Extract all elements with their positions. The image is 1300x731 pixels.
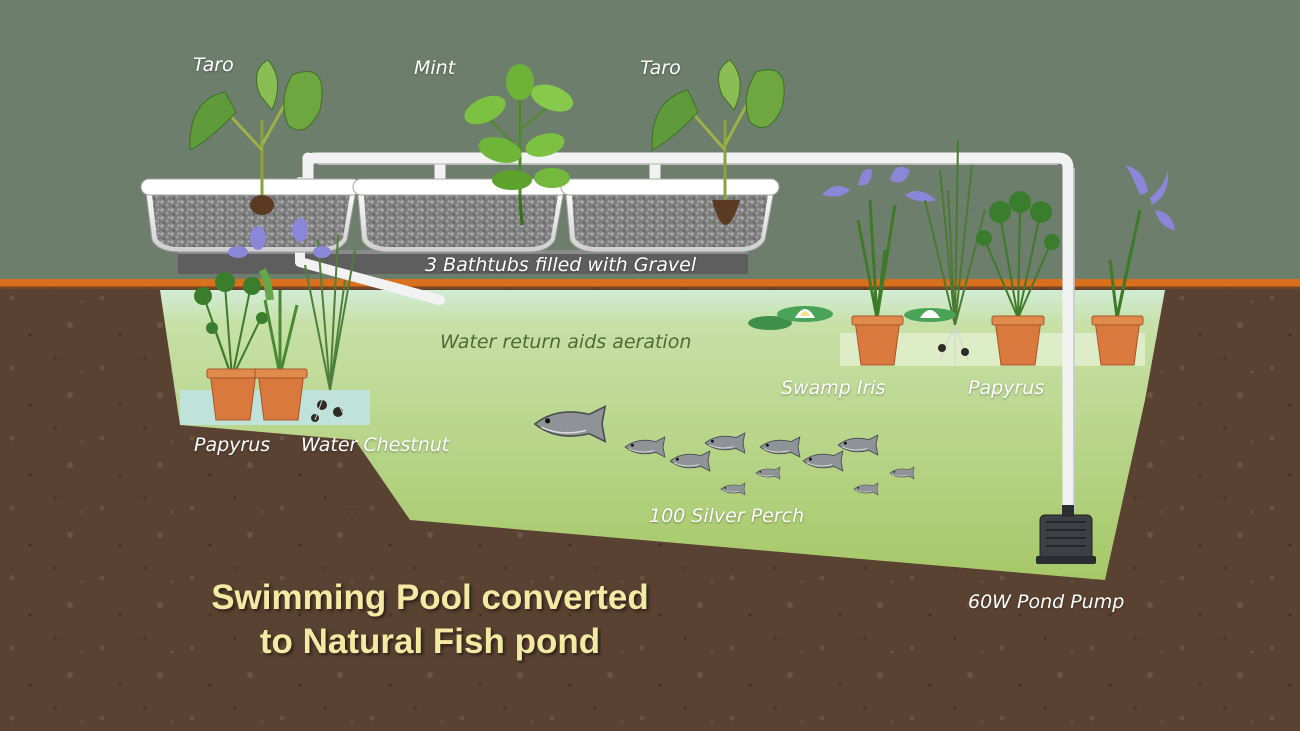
fish-icon xyxy=(802,450,844,472)
fish-school xyxy=(533,404,915,496)
label-silver-perch: 100 Silver Perch xyxy=(649,505,805,527)
rush-plant-icon xyxy=(924,139,986,365)
title-line-2: to Natural Fish pond xyxy=(259,622,601,661)
label-mint: Mint xyxy=(414,57,456,79)
mint-plant-icon xyxy=(464,64,574,226)
pot-plant-icon xyxy=(254,267,308,421)
fish-icon xyxy=(624,436,666,458)
pump-icon xyxy=(1036,505,1096,564)
taro-plant-icon xyxy=(189,59,323,215)
iris-flower-icon xyxy=(228,218,331,258)
fish-icon xyxy=(533,404,607,444)
label-swamp-iris: Swamp Iris xyxy=(781,377,886,399)
ground-edge xyxy=(0,279,1300,287)
label-papyrus-left: Papyrus xyxy=(194,434,271,456)
pot-plant-icon xyxy=(822,166,936,366)
fish-icon xyxy=(669,450,711,472)
title-line-1: Swimming Pool converted xyxy=(211,578,649,617)
label-papyrus-right: Papyrus xyxy=(968,377,1045,399)
label-taro-left: Taro xyxy=(193,54,234,76)
label-water-chestnut: Water Chestnut xyxy=(301,434,450,456)
pot-plant-icon xyxy=(1091,165,1175,366)
fish-icon xyxy=(889,466,915,480)
bathtub-icon xyxy=(140,178,780,253)
label-taro-right: Taro xyxy=(640,57,681,79)
label-water-return: Water return aids aeration xyxy=(440,331,692,353)
water-lily-icon xyxy=(748,306,833,330)
pot-plant-icon xyxy=(976,191,1060,366)
fish-icon xyxy=(755,466,781,480)
fish-icon xyxy=(853,482,879,496)
label-pond-pump: 60W Pond Pump xyxy=(968,591,1125,613)
water-lily-icon xyxy=(904,308,956,322)
diagram-title: Swimming Pool converted to Natural Fish … xyxy=(150,576,710,664)
fish-icon xyxy=(759,436,801,458)
taro-plant-icon xyxy=(651,59,785,225)
label-bathtubs: 3 Bathtubs filled with Gravel xyxy=(425,254,697,276)
pot-plant-icon xyxy=(194,272,268,421)
fish-icon xyxy=(720,482,746,496)
fish-icon xyxy=(704,432,746,454)
water-chestnut-plant-icon xyxy=(304,234,356,422)
fish-icon xyxy=(837,434,879,456)
